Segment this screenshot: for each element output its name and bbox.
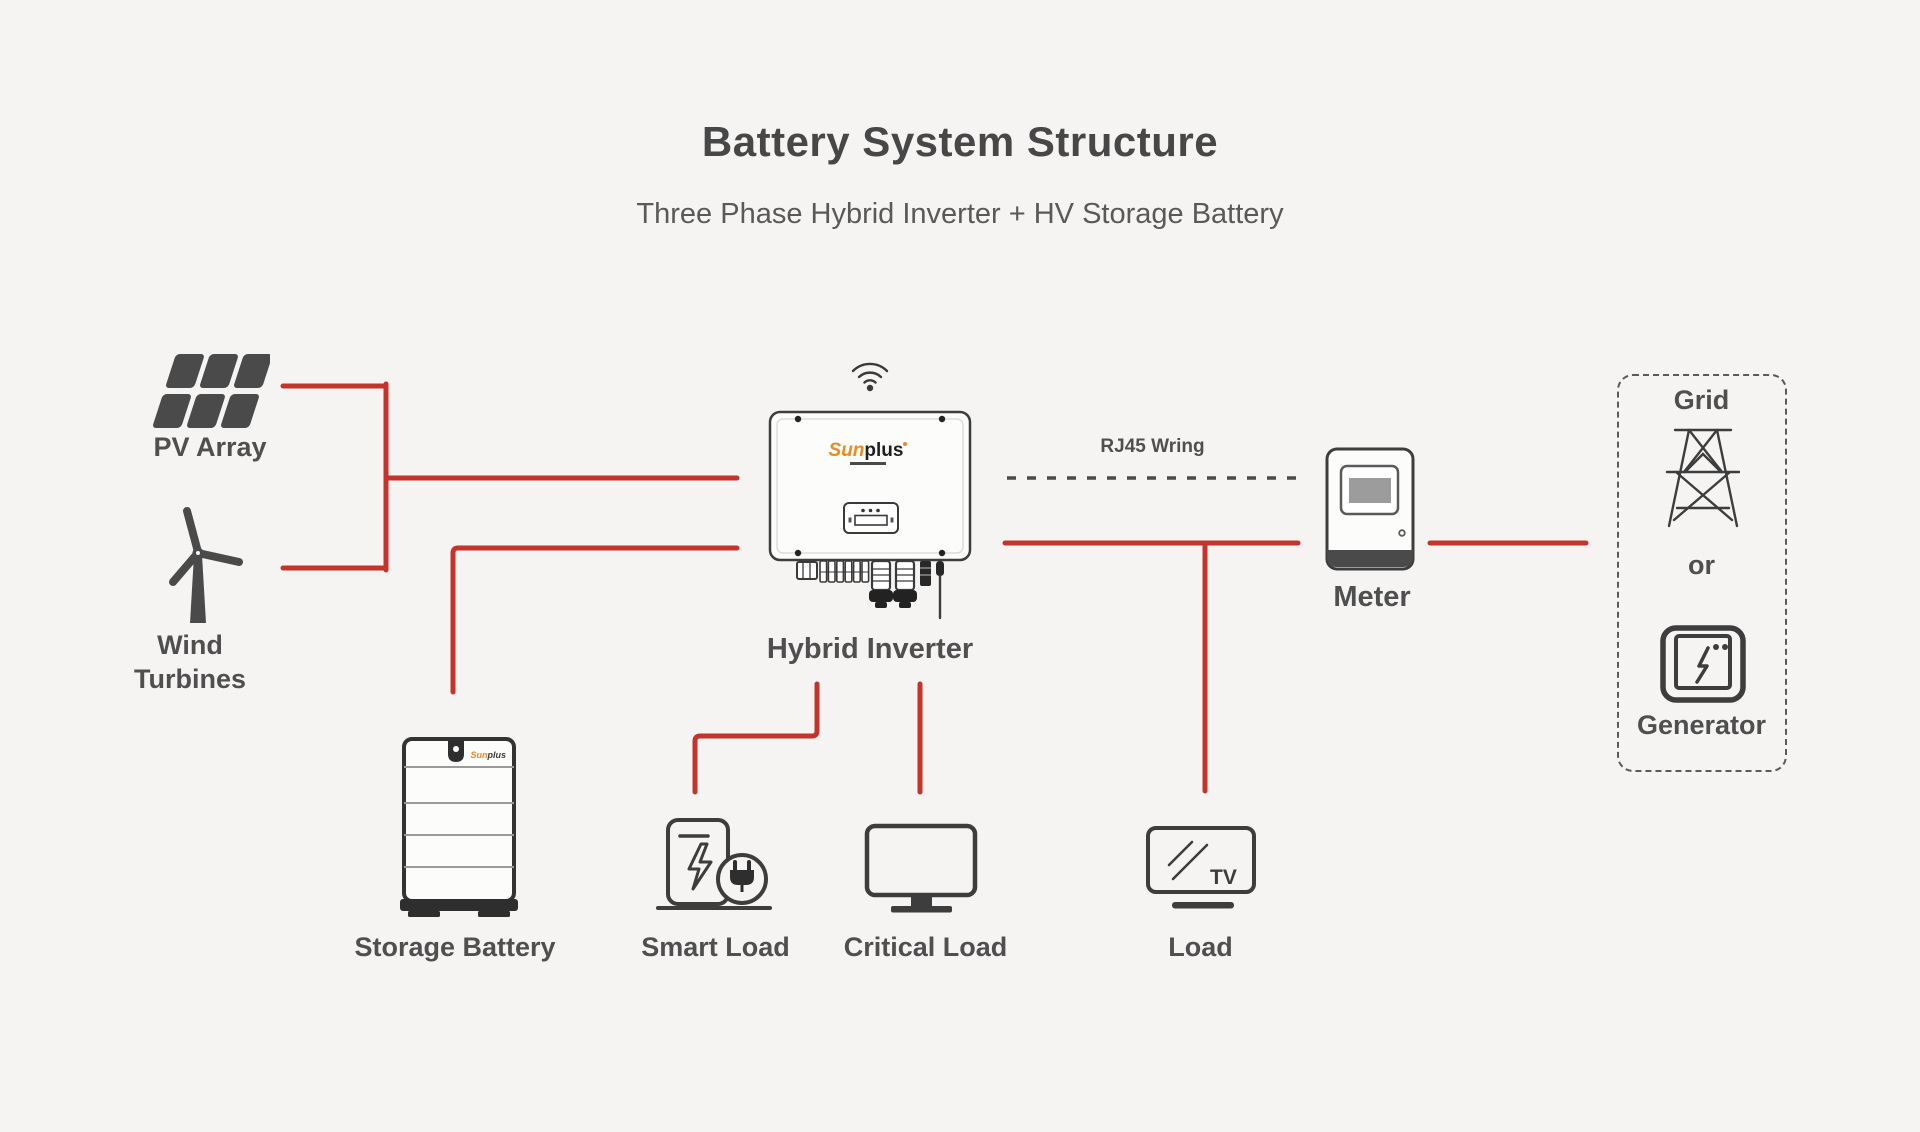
sunplus-logo: Sunplus	[803, 441, 933, 467]
generator-icon	[1660, 625, 1746, 703]
grid-label: Grid	[1673, 385, 1730, 415]
pv-array-icon	[153, 354, 270, 428]
page-title: Battery System Structure	[701, 118, 1219, 165]
wind-turbines-label: Wind Turbines	[133, 630, 246, 694]
storage-battery-icon: Sunplus	[400, 737, 518, 917]
logo-text-plus: plus	[864, 440, 904, 461]
wifi-icon	[851, 362, 889, 392]
or-label: or	[1688, 550, 1715, 580]
critical-load-icon	[864, 823, 978, 913]
mc4-connector	[869, 559, 893, 608]
wind-turbine-icon	[169, 507, 243, 623]
critical-load-label: Critical Load	[843, 932, 1008, 962]
battery-brand-text: Sunplus	[470, 750, 506, 760]
hybrid-inverter-label: Hybrid Inverter	[766, 633, 974, 665]
tv-load-icon: TV	[1146, 826, 1256, 909]
smart-load-icon	[656, 818, 772, 910]
generator-label: Generator	[1636, 710, 1767, 740]
meter-icon	[1325, 447, 1415, 571]
meter-label: Meter	[1333, 581, 1411, 613]
inverter-display-panel	[843, 502, 899, 534]
hybrid-inverter-icon	[768, 410, 972, 620]
smart-load-label: Smart Load	[641, 932, 790, 962]
inverter-connectors	[796, 559, 944, 620]
logo-tagline-bar	[850, 462, 886, 465]
mc4-connector	[893, 559, 917, 608]
grid-tower-icon	[1665, 428, 1741, 528]
tv-icon-text: TV	[1210, 866, 1237, 889]
connector-inverter-to-smart-load	[692, 681, 820, 795]
rj45-wiring-label: RJ45 Wring	[1100, 436, 1205, 457]
grid-or-generator-box: Grid or Generator	[1617, 374, 1787, 772]
load-label: Load	[1168, 932, 1233, 962]
logo-text-sun: Sun	[828, 440, 865, 461]
logo-dot	[903, 442, 908, 446]
pv-array-label: PV Array	[153, 432, 267, 462]
inverter-antenna	[936, 561, 944, 620]
plug-glyph	[730, 860, 754, 892]
connector-inverter-to-battery	[450, 545, 740, 695]
battery-sensor	[448, 740, 464, 762]
page-subtitle: Three Phase Hybrid Inverter + HV Storage…	[636, 198, 1284, 230]
inverter-screws	[794, 415, 946, 557]
storage-battery-label: Storage Battery	[354, 932, 556, 962]
